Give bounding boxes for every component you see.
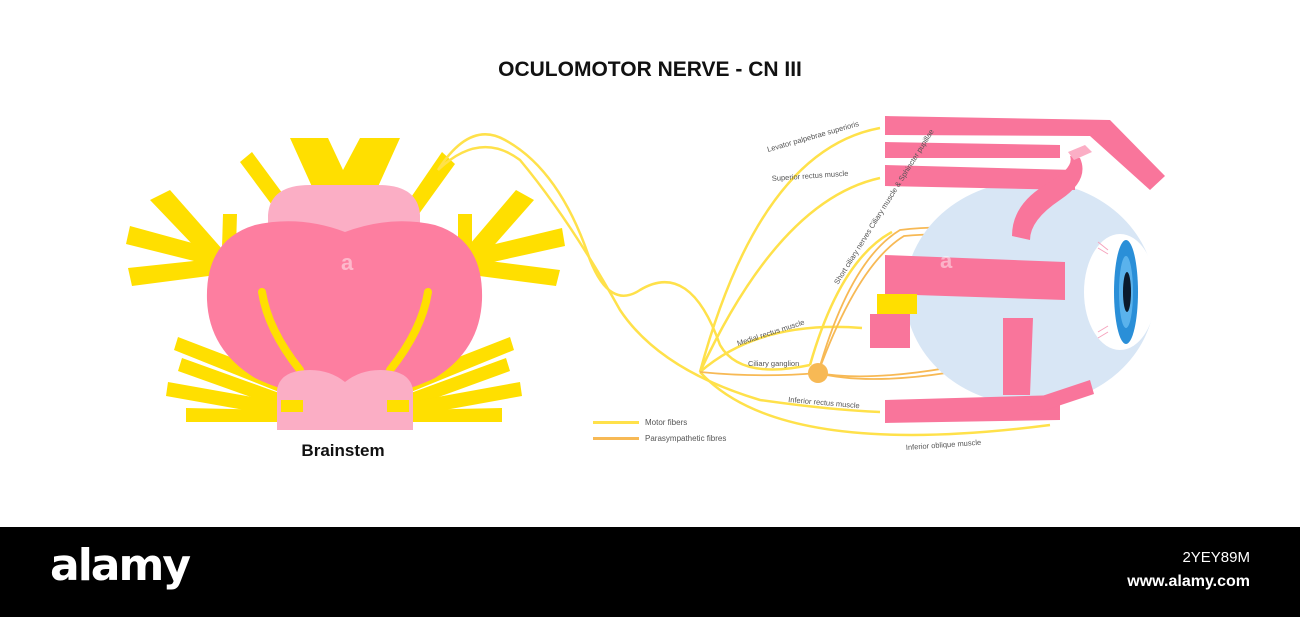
footer-bar [0, 527, 1300, 617]
image-id: 2YEY89M [1182, 549, 1250, 566]
superior-rectus-muscle [885, 142, 1060, 158]
brainstem-label: Brainstem [301, 441, 385, 460]
medial-rectus-muscle [885, 255, 1065, 300]
motor-fibers [436, 126, 1051, 437]
legend-parasympathetic-label: Parasympathetic fibres [645, 433, 727, 443]
brainstem-nerve-top [290, 138, 400, 200]
legend-motor-label: Motor fibers [645, 417, 688, 427]
lateral-rectus-muscle [1003, 318, 1033, 395]
legend-motor: Motor fibers [593, 415, 687, 429]
inferior-oblique-muscle [1030, 380, 1094, 414]
anatomy-illustration: a [126, 116, 1165, 452]
eye: a [870, 116, 1165, 423]
diagram-stage: OCULOMOTOR NERVE - CN III [126, 58, 1165, 460]
brainstem-lower-block [277, 370, 413, 430]
alamy-logo: alamy [50, 540, 191, 591]
levator-muscle [885, 116, 1165, 190]
site-url: www.alamy.com [1127, 573, 1250, 590]
label-ciliary-ganglion: Ciliary ganglion [748, 359, 799, 368]
superior-oblique-muscle [1012, 156, 1083, 240]
inferior-rectus-muscle [885, 395, 1060, 423]
label-levator: Levator palpebrae superioris [766, 119, 860, 154]
legend-parasympathetic: Parasympathetic fibres [593, 431, 726, 445]
diagram-title: OCULOMOTOR NERVE - CN III [498, 58, 802, 81]
label-medial-rectus: Medial rectus muscle [736, 318, 806, 348]
pupil [1123, 272, 1131, 312]
svg-text:a: a [341, 250, 354, 275]
brainstem-main-lobes [206, 221, 483, 396]
legend-parasympathetic-swatch [593, 436, 639, 440]
label-inferior-oblique: Inferior oblique muscle [906, 438, 982, 452]
legend-motor-swatch [593, 420, 639, 424]
ciliary-ganglion-node [808, 363, 828, 383]
brainstem: a [126, 138, 565, 430]
svg-text:a: a [940, 248, 953, 273]
label-superior-rectus: Superior rectus muscle [772, 169, 849, 183]
